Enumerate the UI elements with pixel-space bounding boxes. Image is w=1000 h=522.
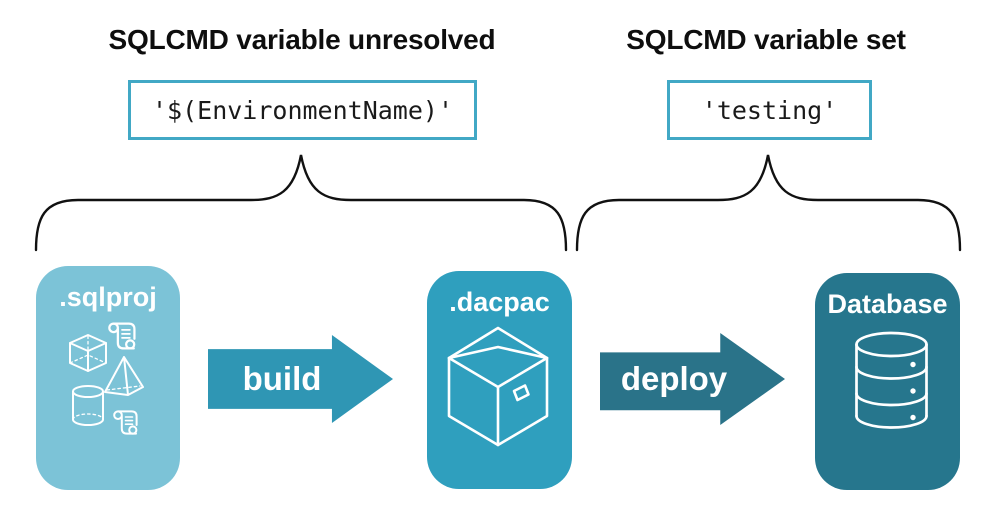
code-box-unresolved: '$(EnvironmentName)' — [128, 80, 477, 140]
build-arrow: build — [208, 335, 393, 423]
pyramid-glyph — [104, 356, 144, 396]
script-scroll-glyph — [113, 410, 138, 435]
cube-glyph — [69, 334, 107, 372]
package-label-glyph — [512, 384, 530, 402]
heading-sqlcmd-set: SQLCMD variable set — [626, 24, 906, 55]
code-value-unresolved: '$(EnvironmentName)' — [151, 95, 454, 125]
package-box-icon — [447, 326, 549, 447]
cylinder-glyph — [72, 385, 104, 426]
stage-database: Database — [815, 273, 960, 490]
stage-database-label: Database — [827, 289, 948, 319]
deploy-arrow-label: deploy — [620, 360, 728, 397]
code-box-set: 'testing' — [667, 80, 872, 140]
left-curly-brace — [34, 154, 568, 252]
stage-dacpac-label: .dacpac — [449, 287, 550, 317]
code-value-set: 'testing' — [701, 95, 838, 125]
right-curly-brace — [575, 154, 962, 252]
stage-sqlproj: .sqlproj — [36, 266, 180, 490]
stage-dacpac: .dacpac — [427, 271, 572, 489]
database-cylinder-icon — [855, 331, 928, 429]
script-scroll-glyph — [108, 322, 136, 350]
stage-sqlproj-label: .sqlproj — [59, 282, 157, 312]
deploy-arrow: deploy — [600, 333, 785, 425]
sql-project-objects-icon — [69, 322, 144, 435]
heading-sqlcmd-unresolved: SQLCMD variable unresolved — [108, 24, 496, 55]
build-arrow-label: build — [242, 360, 322, 397]
